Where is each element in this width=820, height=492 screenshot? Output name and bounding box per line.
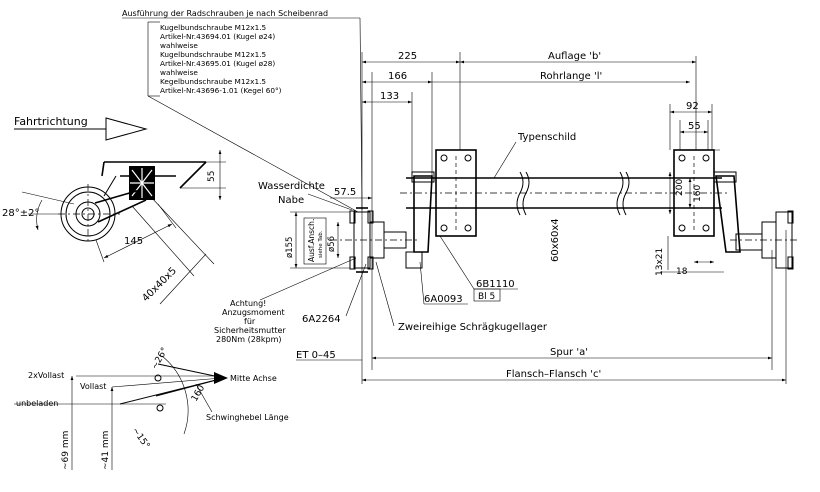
torque-line-2: Anzugsmoment	[222, 308, 285, 317]
note-line-5: Artikel-Nr.43695.01 (Kugel ø28)	[160, 59, 275, 68]
load-diagram: 2xVollast Vollast unbeladen Mitte Achse …	[14, 346, 289, 470]
hub-detail: Wasserdichte Nabe 57.5 ø155 Ausf.Ansch. …	[214, 181, 548, 361]
travel-69: ~69 mm	[61, 431, 71, 470]
note-line-7: Kegelbundschraube M12x1.5	[160, 77, 266, 86]
seal-label-2: Nabe	[278, 195, 304, 206]
dim-225: 225	[398, 51, 417, 62]
seal-label-1: Wasserdichte	[258, 181, 325, 192]
dim-55: 55	[688, 121, 701, 132]
bl5-label: Bl 5	[478, 292, 495, 302]
torque-warning: Achtung!	[230, 299, 266, 308]
tube-40x40x5: 40x40x5	[140, 265, 179, 304]
dia-155: ø155	[285, 237, 295, 258]
height-55: 55	[207, 171, 217, 182]
dia-56: ø56	[327, 236, 337, 252]
note-line-2: Artikel-Nr.43694.01 (Kugel ø24)	[160, 32, 275, 41]
torque-value: 280Nm (28kpm)	[216, 335, 282, 344]
note-line-6: wahlweise	[160, 68, 198, 77]
dim-57-5: 57.5	[334, 187, 356, 198]
dim-160: 160	[693, 185, 703, 202]
center-arrow-icon	[214, 372, 228, 384]
bearing-label: Zweireihige Schrägkugellager	[398, 322, 548, 333]
angle-28: 28°±2°	[2, 208, 39, 219]
dim-200: 200	[675, 179, 685, 196]
torque-line-4: Sicherheitsmutter	[214, 326, 286, 335]
dim-13x21: 13x21	[655, 248, 665, 276]
torque-line-3: für	[244, 317, 256, 326]
direction-label: Fahrtrichtung	[14, 115, 88, 128]
direction-arrow-icon	[105, 117, 148, 141]
unloaded: unbeladen	[16, 399, 58, 408]
dim-92: 92	[686, 101, 699, 112]
dim-133: 133	[380, 91, 399, 102]
two-full-load: 2xVollast	[28, 371, 64, 380]
front-view: 225 Auflage 'b' 166 Rohrlange 'l' 133 92…	[361, 51, 800, 384]
note-line-1: Kugelbundschraube M12x1.5	[160, 23, 266, 32]
flansch-label: Flansch–Flansch 'c'	[506, 369, 601, 380]
note-line-3: wahlweise	[160, 41, 198, 50]
angle-26: ~26°	[150, 346, 170, 371]
direction-indicator: Fahrtrichtung	[14, 115, 148, 141]
lever-label: Schwinghebel Länge	[206, 413, 289, 422]
tube-section: 60x60x4	[550, 218, 561, 262]
note-line-8: Artikel-Nr.43696-1.01 (Kegel 60°)	[160, 86, 282, 95]
dim-18: 18	[676, 267, 688, 277]
dim-166: 166	[388, 71, 407, 82]
note-line-4: Kugelbundschraube M12x1.5	[160, 50, 266, 59]
notes-heading: Ausführung der Radschrauben je nach Sche…	[122, 9, 328, 18]
spur-label: Spur 'a'	[550, 347, 588, 358]
flange-label-1: Ausf.Ansch.	[307, 219, 316, 262]
full-load: Vollast	[80, 382, 106, 391]
part-6a2264: 6A2264	[302, 314, 341, 325]
auflage-label: Auflage 'b'	[548, 51, 601, 62]
angle-15: ~15°	[130, 426, 152, 451]
axle-center: Mitte Achse	[230, 374, 277, 383]
typenschild-label: Typenschild	[517, 132, 576, 143]
wheel-bolt-notes: Ausführung der Radschrauben je nach Sche…	[122, 9, 363, 213]
arm-145: 145	[124, 236, 143, 247]
side-view: 55 28°±2° 145 40x40x5	[2, 150, 226, 305]
rohrlange-label: Rohrlange 'l'	[540, 71, 602, 82]
travel-41: ~41 mm	[101, 431, 111, 470]
part-6b1110: 6B1110	[476, 279, 515, 290]
part-6a0093: 6A0093	[424, 294, 463, 305]
flange-label-2: siehe Tab.	[318, 230, 324, 258]
et-label: ET 0–45	[296, 350, 336, 361]
